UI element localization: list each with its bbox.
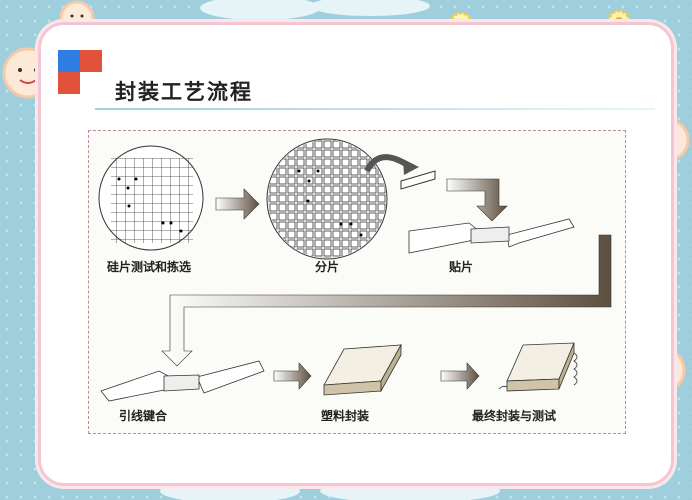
step-label-wafer-test: 硅片测试和拣选: [107, 260, 192, 274]
wafer-dicing-illustration: [266, 138, 436, 260]
accent-square: [58, 50, 80, 72]
wafer-test-illustration: [98, 145, 204, 251]
step-label-wire-bonding: 引线键合: [119, 409, 168, 423]
accent-square: [80, 50, 102, 72]
slide-title: 封装工艺流程: [115, 80, 253, 104]
die-attach-illustration: [408, 218, 575, 254]
title-underline: [95, 108, 655, 110]
accent-square: [58, 72, 80, 94]
flow-arrow: [161, 234, 612, 367]
final-package-illustration: [498, 342, 578, 392]
wire-bonding-illustration: [100, 360, 265, 402]
step-label-final-test: 最终封装与测试: [472, 409, 557, 423]
cloud-decoration: [200, 0, 430, 20]
step-label-dicing: 分片: [315, 260, 340, 274]
accent-square: [80, 72, 102, 94]
diagram-graphics: [98, 138, 612, 402]
flow-arrow: [273, 362, 312, 390]
step-label-die-attach: 贴片: [449, 260, 474, 274]
step-label-plastic-package: 塑料封装: [321, 409, 370, 423]
flow-arrow: [446, 178, 508, 222]
flow-arrow: [440, 362, 480, 390]
packaging-process-diagram: 硅片测试和拣选 分片 贴片 引线键合 塑料封装 最终封装与测试: [88, 130, 626, 434]
plastic-package-illustration: [323, 343, 402, 396]
flow-arrow: [215, 188, 260, 220]
